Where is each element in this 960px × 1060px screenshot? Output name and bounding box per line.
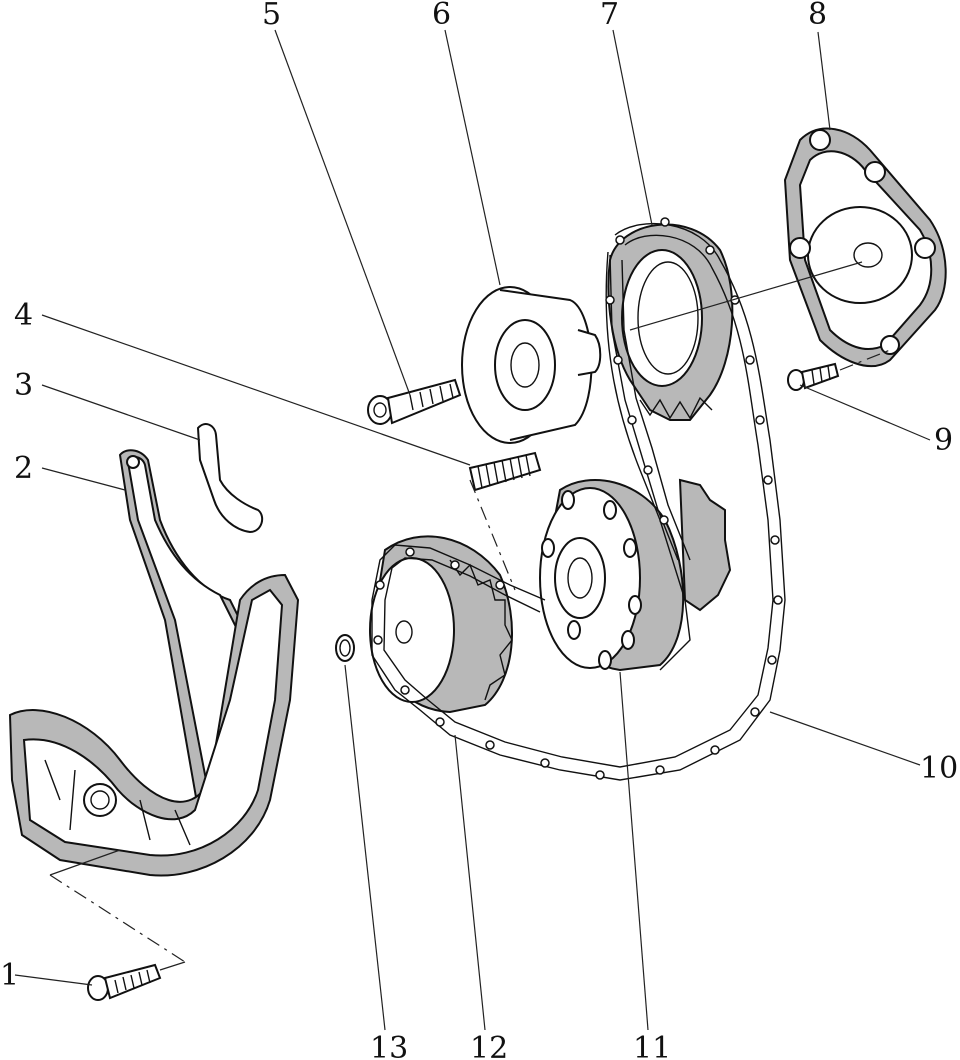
callout-7: 7 <box>600 0 619 32</box>
leader-lines <box>14 29 931 1031</box>
leader-4 <box>41 314 471 466</box>
leader-3 <box>41 384 201 441</box>
seal-ring <box>335 634 355 662</box>
sprocket-cover-plate <box>783 127 947 368</box>
callout-13: 13 <box>370 1031 408 1060</box>
callout-10: 10 <box>920 751 958 786</box>
axis-line-bolt-1c <box>159 961 186 971</box>
cam-flange <box>461 286 602 444</box>
axis-line-bolt-1a <box>49 874 186 963</box>
cover-bolt <box>787 362 840 391</box>
guide-slide-pad <box>196 423 264 534</box>
leader-5 <box>274 29 411 396</box>
callout-11: 11 <box>633 1031 671 1060</box>
leader-8 <box>817 31 831 131</box>
callout-8: 8 <box>808 0 827 32</box>
leader-9 <box>799 384 931 441</box>
leader-12 <box>454 734 486 1031</box>
guide-bolt <box>87 963 162 1001</box>
timing-chain <box>371 217 786 781</box>
axis-line-bolt-1b <box>49 849 121 876</box>
callout-1: 1 <box>0 958 19 993</box>
cam-gear <box>369 535 513 714</box>
callout-4: 4 <box>14 298 33 333</box>
leader-11 <box>619 671 649 1031</box>
cam-adjuster-unit <box>539 478 732 672</box>
axis-line-cover <box>629 261 863 331</box>
leader-10 <box>769 711 921 766</box>
leader-2 <box>41 467 126 491</box>
chain-tensioner-rail <box>118 449 252 823</box>
callout-2: 2 <box>14 451 33 486</box>
callout-12: 12 <box>470 1031 508 1060</box>
leader-1 <box>14 974 93 986</box>
callout-5: 5 <box>262 0 281 32</box>
cam-bolt <box>367 378 462 425</box>
upper-cam-sprocket <box>607 223 734 421</box>
callout-9: 9 <box>934 423 953 458</box>
leader-7 <box>612 29 653 226</box>
callout-6: 6 <box>432 0 451 32</box>
axis-line-spring <box>469 479 516 591</box>
callout-3: 3 <box>14 368 33 403</box>
lower-chain-guide <box>8 573 300 877</box>
tensioner-spring <box>468 451 542 492</box>
axis-line-bolt-9 <box>839 349 891 371</box>
leader-13 <box>344 664 386 1031</box>
leader-6 <box>444 29 501 286</box>
